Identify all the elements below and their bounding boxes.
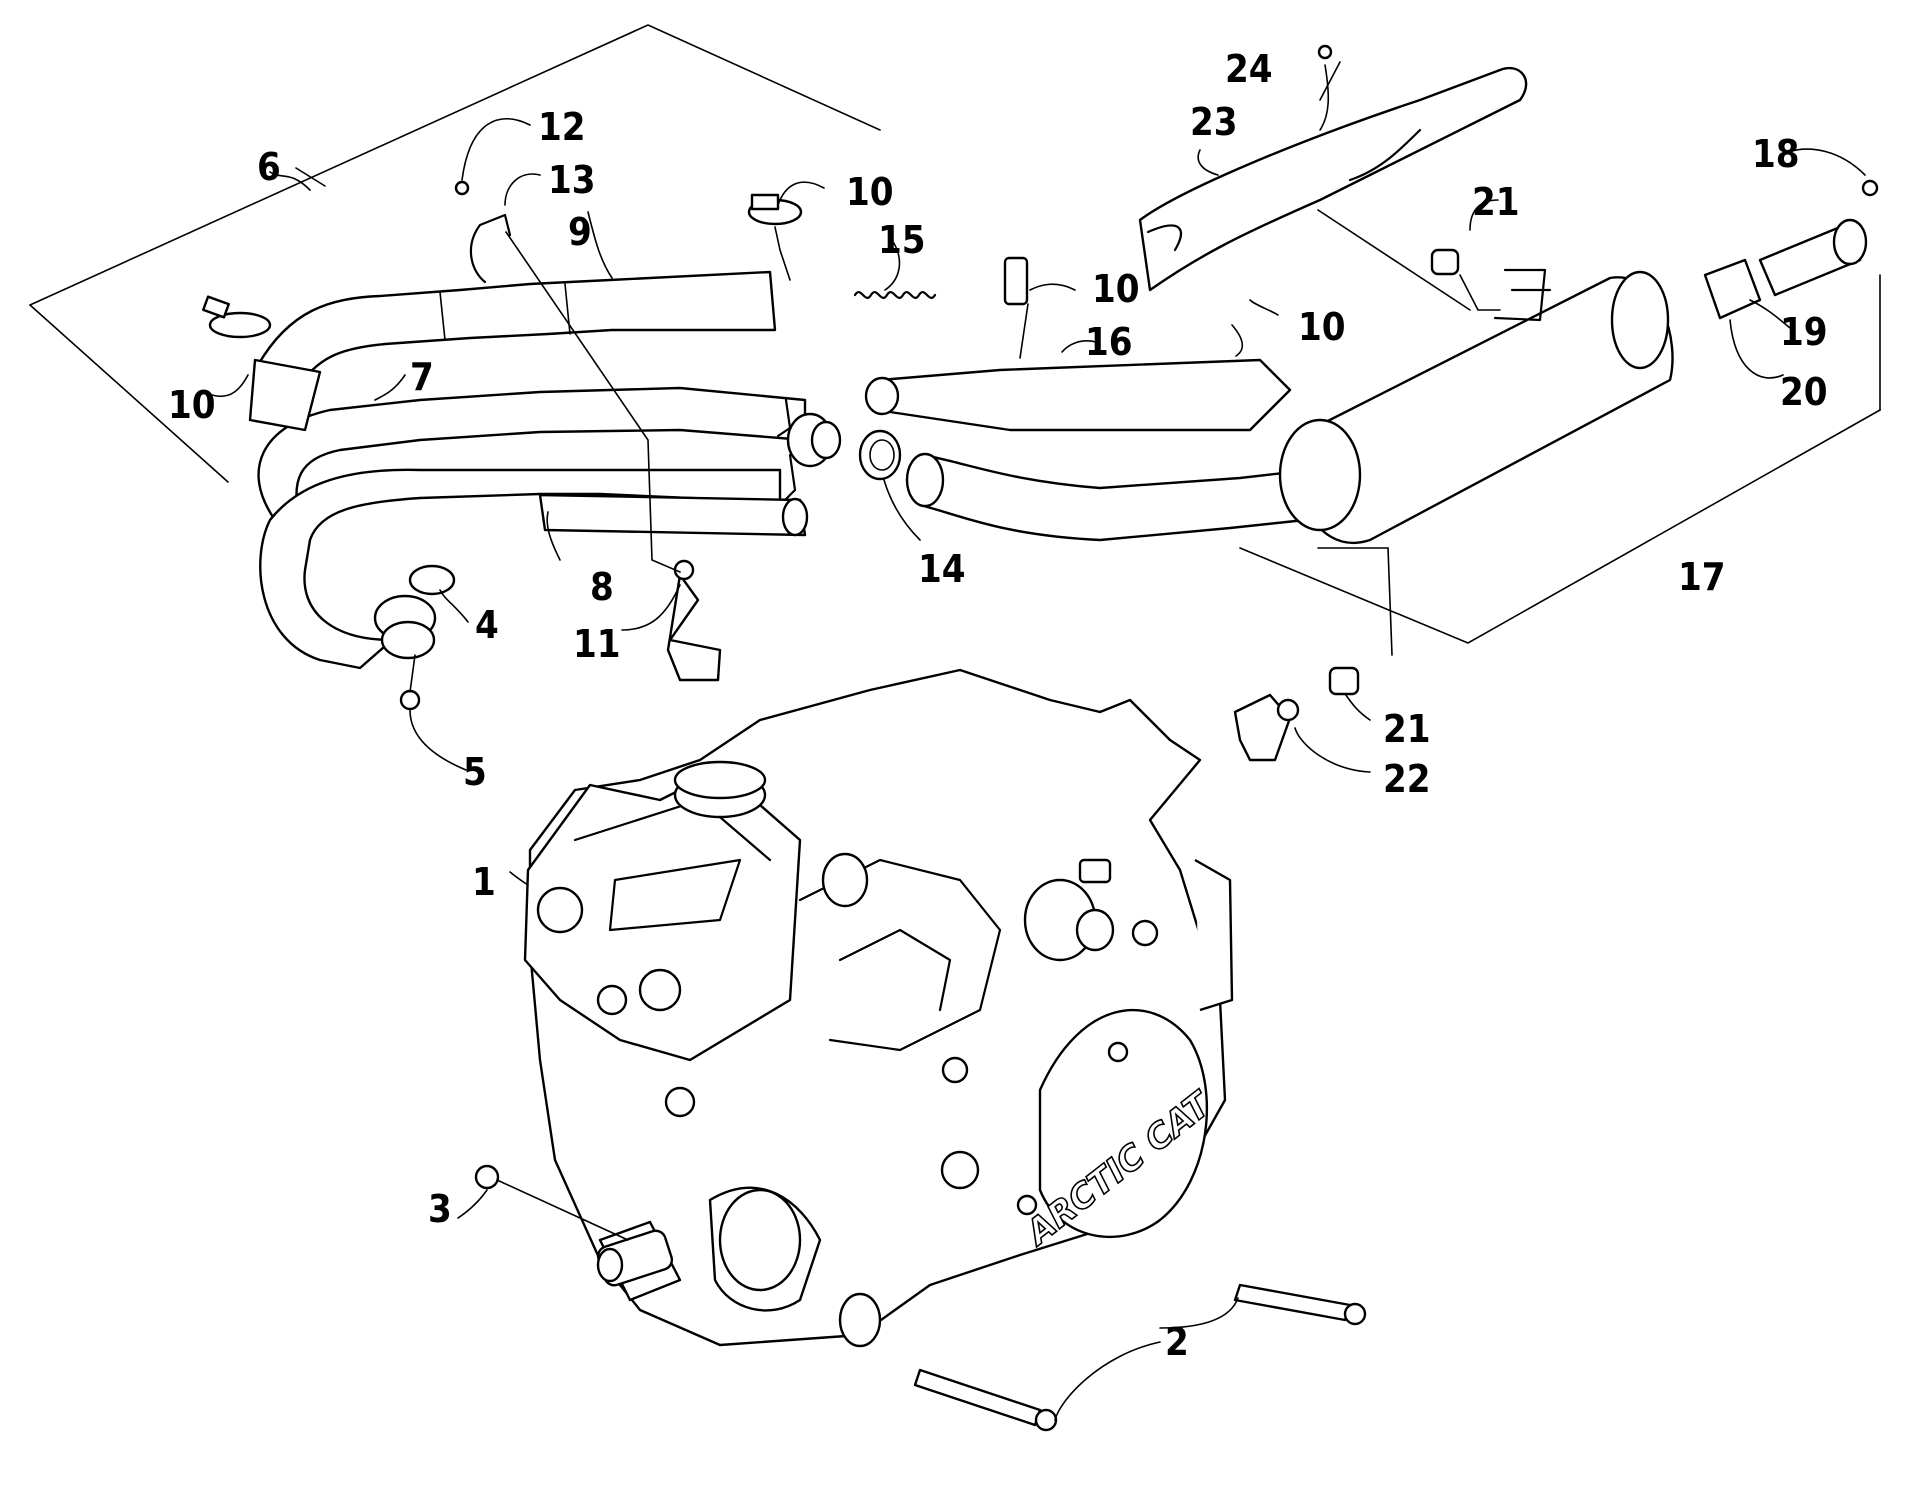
mount-bolts (474, 1164, 1367, 1432)
callout-19: 19 (1780, 310, 1828, 354)
grommet-21-bottom (1328, 666, 1360, 696)
gasket-20 (1703, 258, 1762, 320)
callout-4: 4 (475, 603, 499, 647)
leader-lines (211, 61, 1866, 1421)
callout-10-right: 10 (1298, 305, 1346, 349)
group-6-bracket (29, 24, 881, 483)
callout-18: 18 (1752, 132, 1800, 176)
gasket-4 (408, 564, 456, 596)
screw-12 (454, 180, 470, 196)
callout-22: 22 (1383, 757, 1431, 801)
screw-24 (1317, 44, 1333, 60)
grommets-and-bracket (1233, 248, 1460, 762)
callout-6: 6 (257, 145, 281, 189)
stator-cover (1038, 1008, 1208, 1239)
callout-10-upper: 10 (846, 170, 894, 214)
callout-12: 12 (538, 105, 586, 149)
callout-labels: 1 2 3 4 5 6 7 8 9 10 10 10 10 11 12 13 1… (168, 47, 1828, 1364)
callout-2: 2 (1165, 1320, 1189, 1364)
callout-1: 1 (472, 860, 496, 904)
spring-15 (853, 291, 937, 299)
spark-arrester (1317, 44, 1879, 320)
heat-shield-23 (1138, 67, 1528, 292)
callout-16: 16 (1085, 320, 1133, 364)
callout-13: 13 (548, 158, 596, 202)
group-17-bracket (1239, 274, 1881, 656)
callout-14: 14 (918, 547, 966, 591)
nut-5 (399, 689, 421, 711)
callout-17: 17 (1678, 555, 1726, 599)
screw-18 (1861, 179, 1879, 197)
callout-23: 23 (1190, 100, 1238, 144)
mid-pipe-16 (864, 256, 1312, 542)
callout-8: 8 (590, 565, 614, 609)
callout-7: 7 (410, 355, 434, 399)
clip-10 (1003, 256, 1029, 306)
nut-3 (474, 1164, 500, 1190)
callout-21-upper: 21 (1472, 180, 1520, 224)
head-pipe-assembly (256, 270, 842, 670)
bracket-11 (666, 573, 722, 682)
clamp-10-left (208, 311, 272, 339)
bracket-13 (469, 213, 512, 284)
pipe-7 (257, 386, 807, 522)
bracket-22 (1233, 693, 1292, 762)
callout-21-lower: 21 (1383, 707, 1431, 751)
heat-shield-9 (256, 270, 777, 387)
callout-3: 3 (428, 1187, 452, 1231)
engine-block-1: ARCTIC CAT (523, 668, 1234, 1348)
callout-11: 11 (573, 622, 621, 666)
pipe-8 (259, 468, 782, 670)
callout-10-left: 10 (168, 383, 216, 427)
hardware (202, 180, 937, 711)
callout-20: 20 (1780, 370, 1828, 414)
muffler-17 (1278, 268, 1674, 544)
callout-10-mid: 10 (1092, 267, 1140, 311)
callout-9: 9 (568, 210, 592, 254)
bolt-2-upper (1233, 1283, 1367, 1326)
grommet-21-top (1430, 248, 1460, 276)
callout-15: 15 (878, 218, 926, 262)
callout-5: 5 (463, 750, 487, 794)
bolt-2-lower (913, 1368, 1058, 1432)
callout-24: 24 (1225, 47, 1273, 91)
